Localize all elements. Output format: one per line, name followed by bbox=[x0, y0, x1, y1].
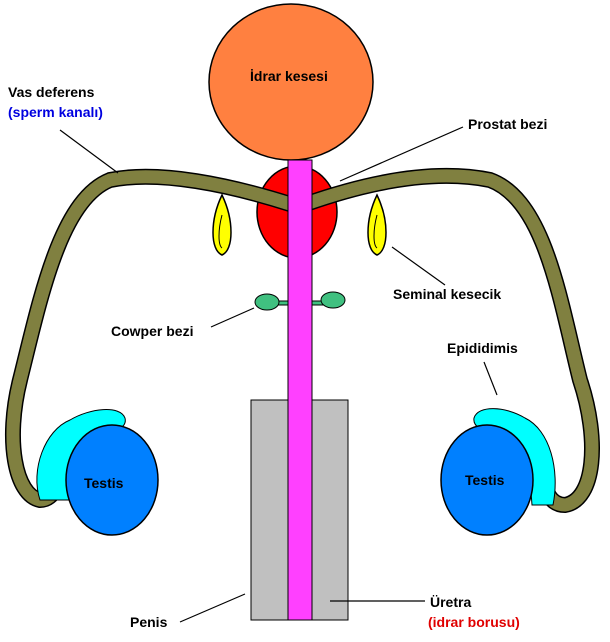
label-urethra: Üretra bbox=[430, 594, 472, 610]
label-vas-deferens-sub: (sperm kanalı) bbox=[8, 104, 103, 120]
cowper-gland-right bbox=[320, 291, 346, 309]
leader-vas-deferens bbox=[59, 129, 119, 174]
label-prostate: Prostat bezi bbox=[468, 116, 548, 132]
label-vas-deferens: Vas deferens bbox=[8, 84, 95, 100]
label-seminal-vesicle: Seminal kesecik bbox=[393, 286, 502, 302]
seminal-vesicle-right bbox=[367, 193, 387, 256]
leader-cowper bbox=[210, 307, 255, 328]
label-bladder: İdrar kesesi bbox=[250, 68, 328, 84]
leader-seminal bbox=[391, 246, 446, 286]
urethra-shape bbox=[287, 159, 313, 621]
label-penis: Penis bbox=[130, 614, 168, 630]
vas-deferens-right-fill bbox=[299, 169, 599, 512]
seminal-vesicle-left bbox=[212, 193, 232, 256]
testis-left-shape bbox=[65, 424, 159, 536]
label-urethra-sub: (idrar borusu) bbox=[428, 614, 520, 630]
label-epididymis: Epididimis bbox=[447, 340, 518, 356]
leader-epididymis bbox=[483, 361, 498, 396]
testis-right-shape bbox=[440, 424, 534, 536]
cowper-gland-left bbox=[254, 293, 280, 311]
label-cowper: Cowper bezi bbox=[111, 323, 194, 339]
leader-penis bbox=[179, 593, 246, 623]
label-testis-left: Testis bbox=[84, 475, 124, 491]
leader-prostate bbox=[339, 126, 464, 182]
label-testis-right: Testis bbox=[465, 472, 505, 488]
